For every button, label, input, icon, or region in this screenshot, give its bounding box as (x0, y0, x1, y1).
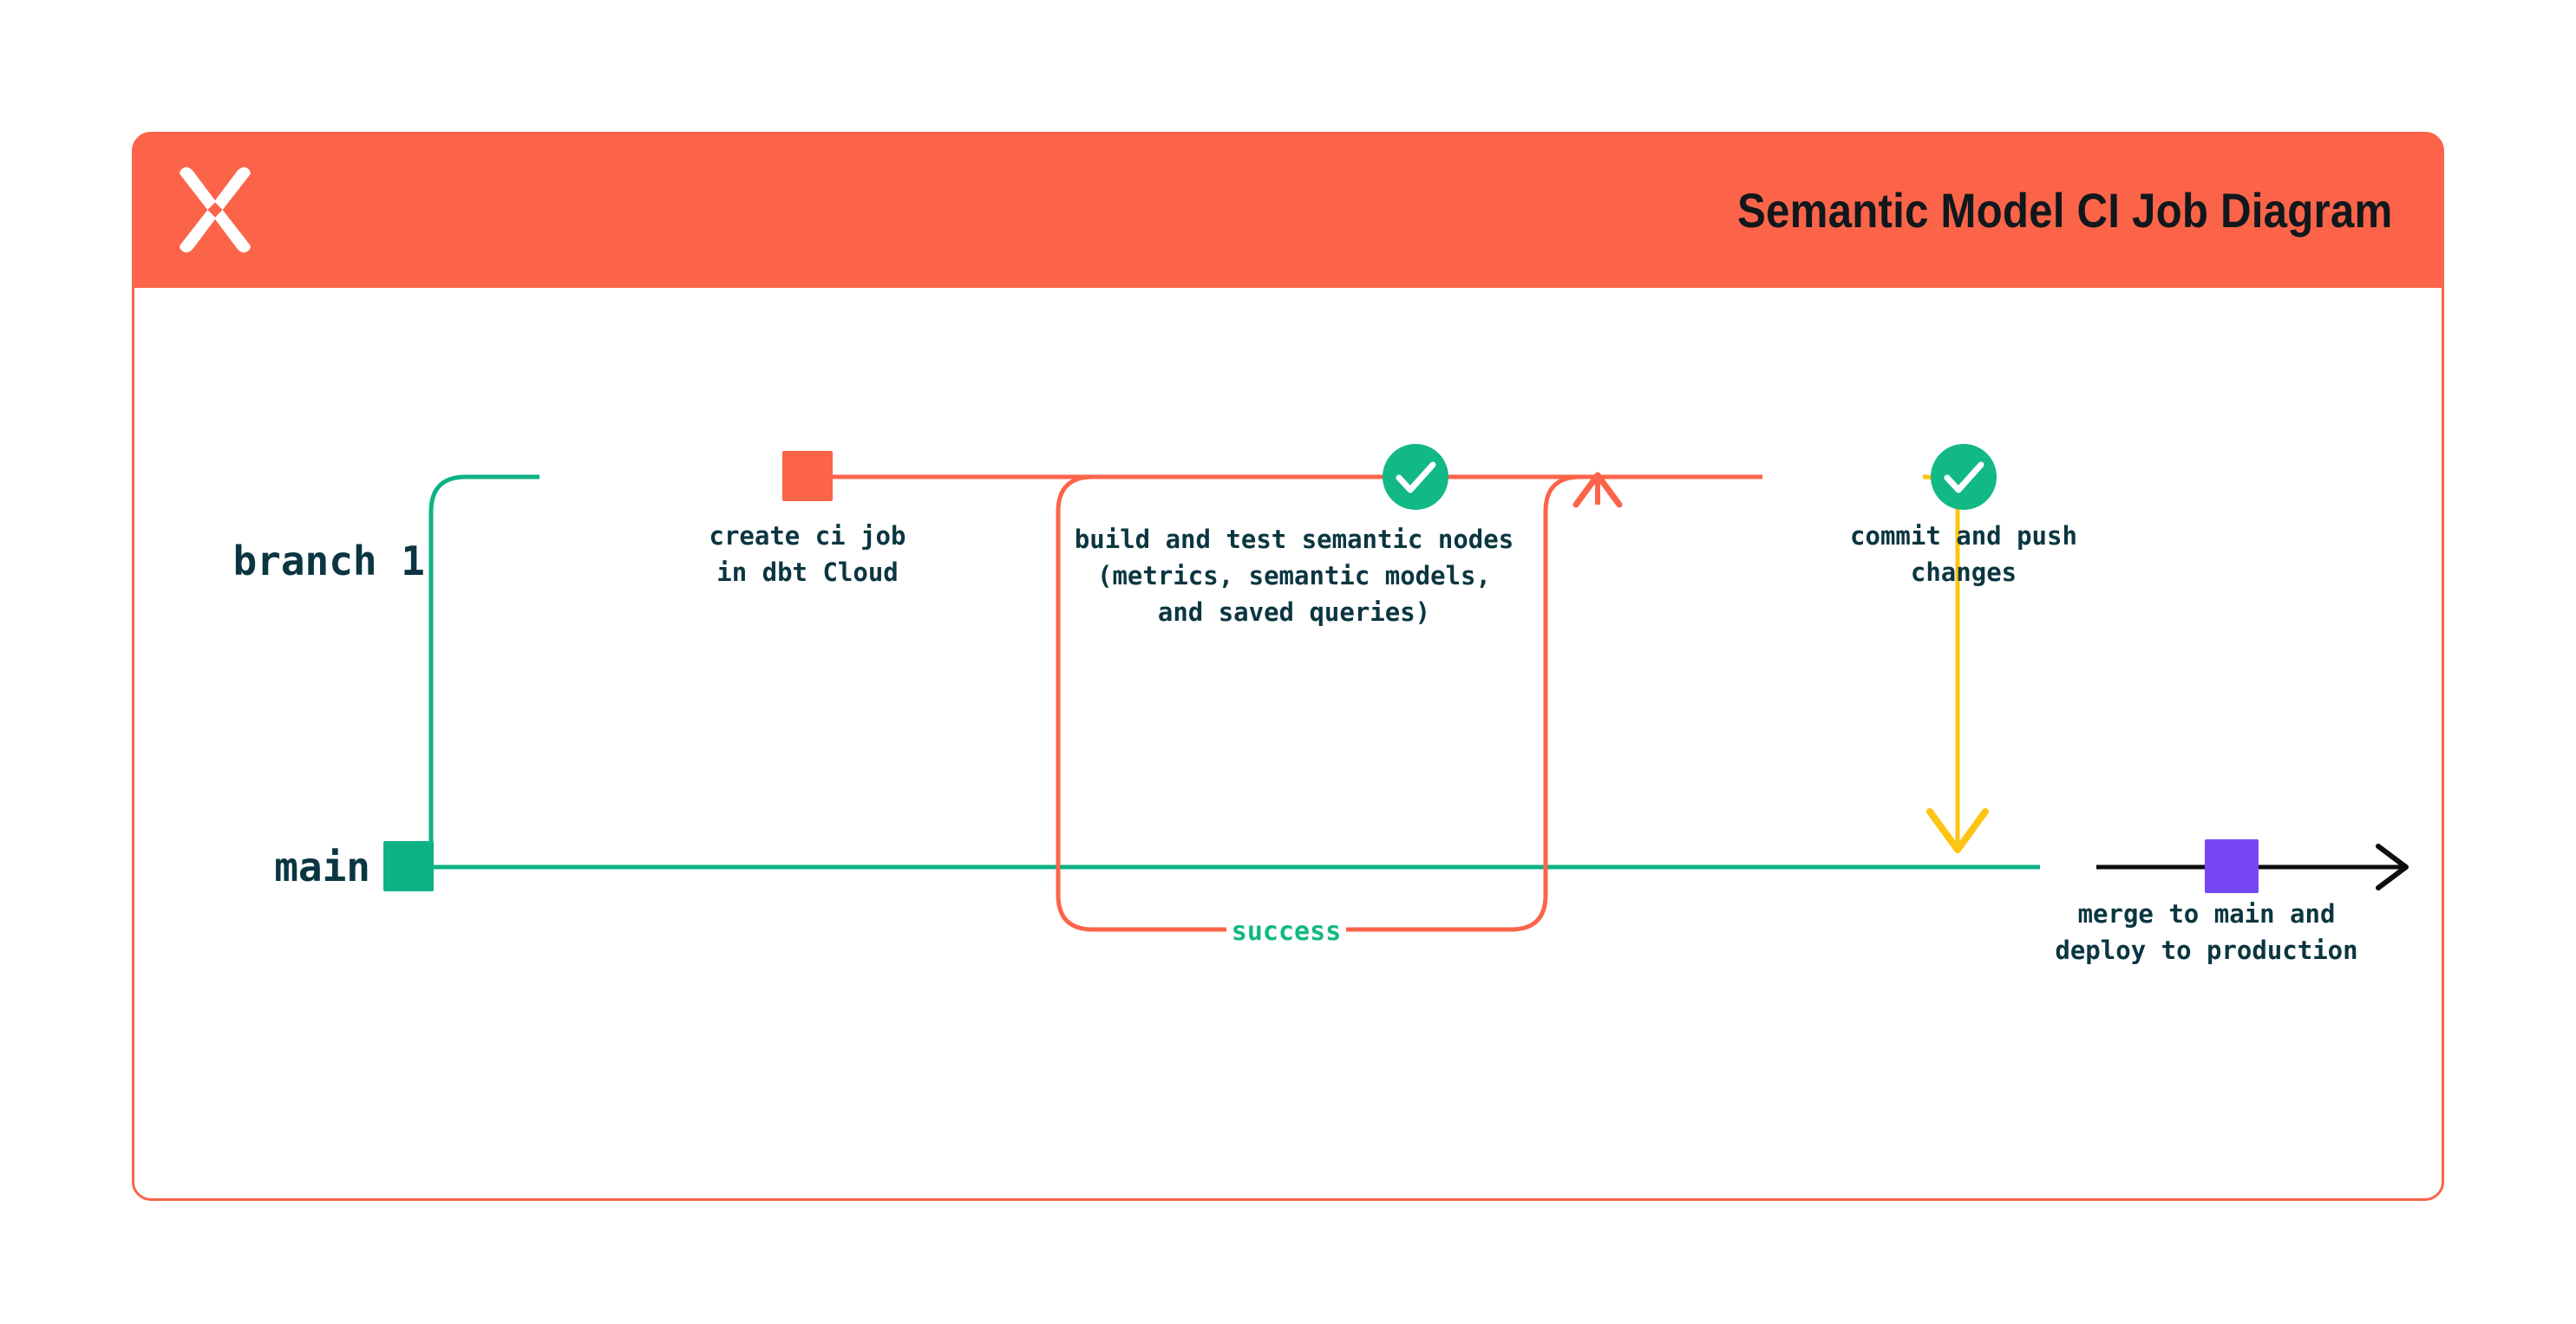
svg-text:commit and push: commit and push (1850, 521, 2077, 551)
label-merge-to-main: merge to main and deploy to production (2055, 899, 2357, 965)
merge-arrow-head (1926, 808, 1989, 853)
svg-text:in dbt Cloud: in dbt Cloud (716, 558, 899, 587)
success-loop-left-path (1056, 474, 1226, 932)
branch-1-rise-line (428, 474, 539, 867)
check-icon (1944, 461, 1984, 493)
svg-text:changes: changes (1911, 558, 2017, 587)
check-icon (1396, 461, 1436, 493)
label-build-and-test: build and test semantic nodes (metrics, … (1075, 525, 1514, 627)
svg-text:create ci job: create ci job (709, 521, 906, 551)
success-loop-label: success (1232, 916, 1341, 947)
dbt-logo-icon (168, 163, 262, 257)
success-loop-right-path (1346, 474, 1598, 932)
success-loop-arrow-head (1572, 472, 1623, 508)
node-merge-to-main[interactable] (2205, 839, 2259, 893)
label-create-ci-job: create ci job in dbt Cloud (709, 521, 906, 587)
svg-text:build and test semantic nodes: build and test semantic nodes (1075, 525, 1514, 554)
svg-text:and saved queries): and saved queries) (1158, 597, 1430, 627)
diagram-card: Semantic Model CI Job Diagram (132, 132, 2444, 1201)
node-main-start[interactable] (383, 841, 434, 891)
node-create-ci-job[interactable] (782, 451, 833, 501)
svg-text:(metrics, semantic models,: (metrics, semantic models, (1097, 561, 1491, 590)
branch-label-branch-1: branch 1 (232, 538, 425, 584)
diagram-canvas: success branch 1 main create ci job (132, 288, 2444, 1198)
svg-text:merge to main and: merge to main and (2078, 899, 2336, 929)
node-build-and-test[interactable] (1383, 444, 1448, 510)
branch-label-main: main (274, 844, 370, 890)
page-title: Semantic Model CI Job Diagram (1736, 182, 2392, 238)
main-arrow-head (2376, 844, 2409, 890)
card-header: Semantic Model CI Job Diagram (132, 132, 2444, 288)
svg-text:deploy to production: deploy to production (2055, 936, 2357, 965)
label-commit-and-push: commit and push changes (1850, 521, 2077, 587)
node-commit-and-push[interactable] (1931, 444, 1997, 510)
